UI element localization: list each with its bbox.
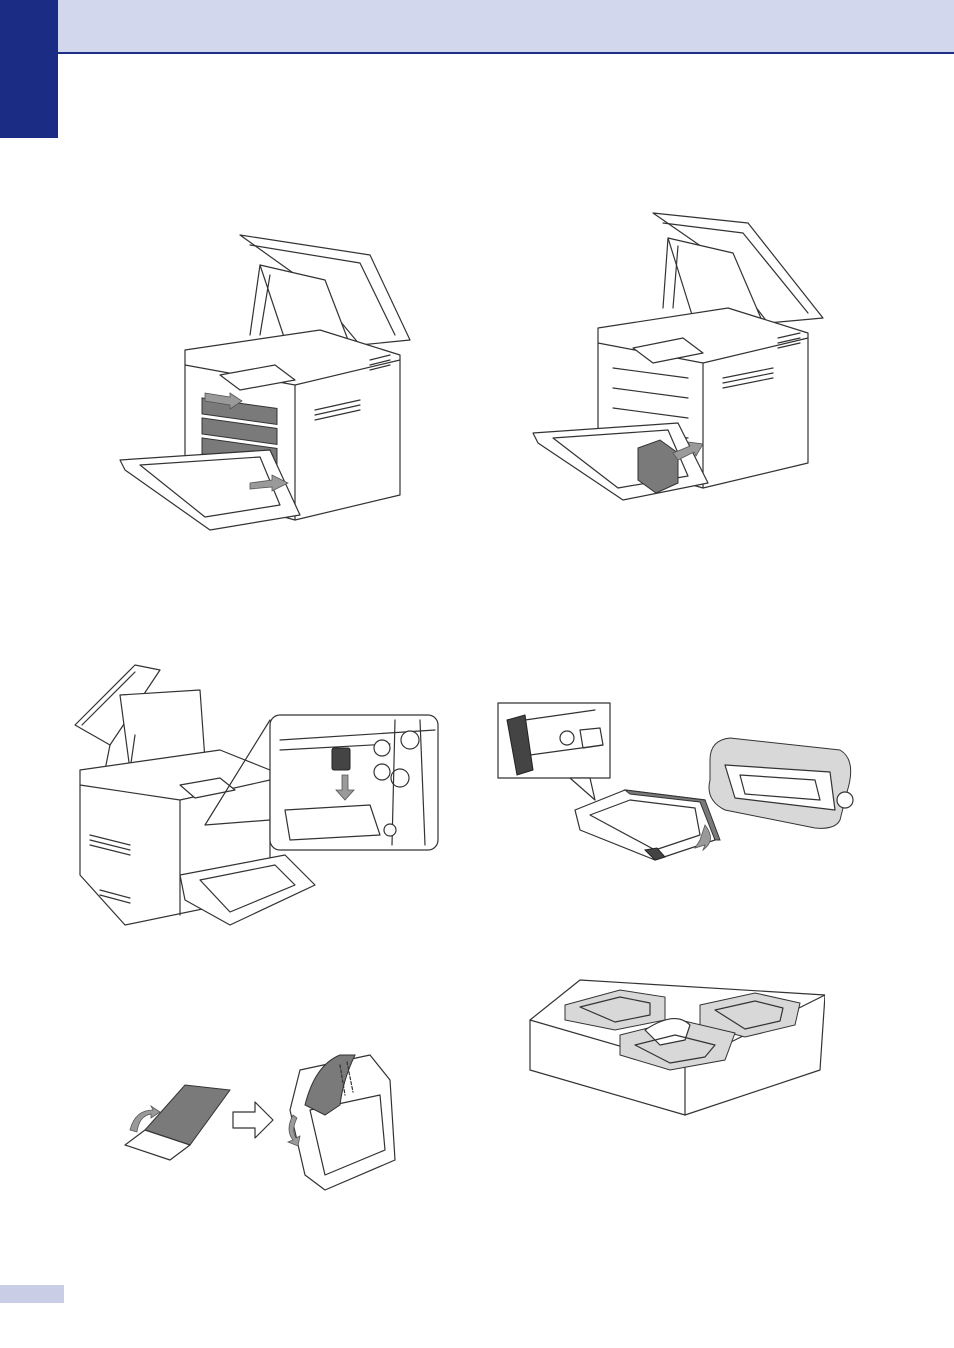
- figure-sheet-to-box: [115, 1050, 400, 1195]
- figure-printer-waste-box: [528, 208, 833, 518]
- figure-printer-drums: [110, 225, 425, 535]
- chapter-tab: [0, 0, 58, 138]
- figure-printer-inset-lever: [70, 660, 442, 930]
- figure-packing-tray: [525, 975, 825, 1120]
- footer-tab: [0, 1285, 64, 1303]
- header-band: [58, 0, 954, 54]
- figure-drum-and-bag: [495, 700, 860, 880]
